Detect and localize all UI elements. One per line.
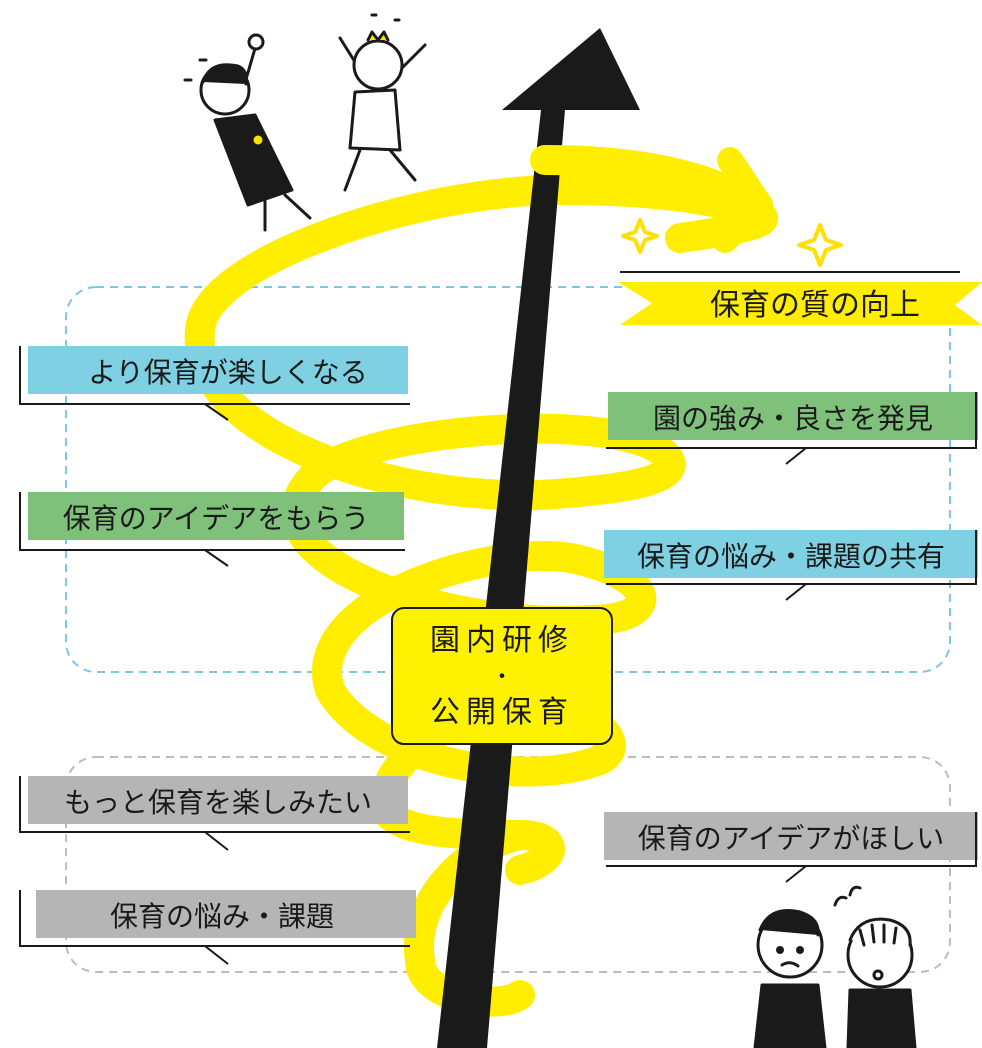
callout-want-ideas-label: 保育のアイデアがほしい — [638, 822, 945, 855]
callout-want-fun-label: もっと保育を楽しみたい — [64, 786, 372, 819]
callout-share-issues-label: 保育の悩み・課題の共有 — [637, 540, 945, 573]
center-line1: 園内研修 — [430, 623, 574, 658]
happy-teacher-icon — [338, 13, 427, 192]
worried-teacher-icon — [753, 909, 827, 1048]
callout-more-fun: より保育が楽しくなる — [19, 346, 410, 421]
callout-issues: 保育の悩み・課題 — [19, 890, 416, 965]
callout-discover-strengths: 園の強み・良さを発見 — [606, 392, 978, 465]
callout-want-ideas: 保育のアイデアがほしい — [604, 812, 978, 883]
callout-get-ideas: 保育のアイデアをもらう — [19, 492, 405, 567]
callout-want-fun: もっと保育を楽しみたい — [19, 776, 410, 851]
center-line2: 公開保育 — [430, 695, 574, 730]
callout-issues-label: 保育の悩み・課題 — [110, 900, 334, 933]
callout-share-issues: 保育の悩み・課題の共有 — [604, 530, 978, 601]
growth-arrow — [437, 28, 640, 1048]
quality-banner: 保育の質の向上 — [618, 271, 982, 325]
cheering-teacher-icon — [183, 33, 312, 232]
callout-more-fun-label: より保育が楽しくなる — [88, 356, 367, 389]
sparkle-icon — [621, 218, 659, 254]
troubled-teacher-icon — [833, 885, 917, 1048]
callout-discover-strengths-label: 園の強み・良さを発見 — [653, 402, 933, 435]
callout-get-ideas-label: 保育のアイデアをもらう — [63, 502, 370, 535]
center-dot: ・ — [491, 665, 513, 690]
sparkle-icon — [797, 223, 843, 267]
quality-banner-label: 保育の質の向上 — [710, 288, 920, 323]
center-box: 園内研修 ・ 公開保育 — [391, 607, 613, 745]
